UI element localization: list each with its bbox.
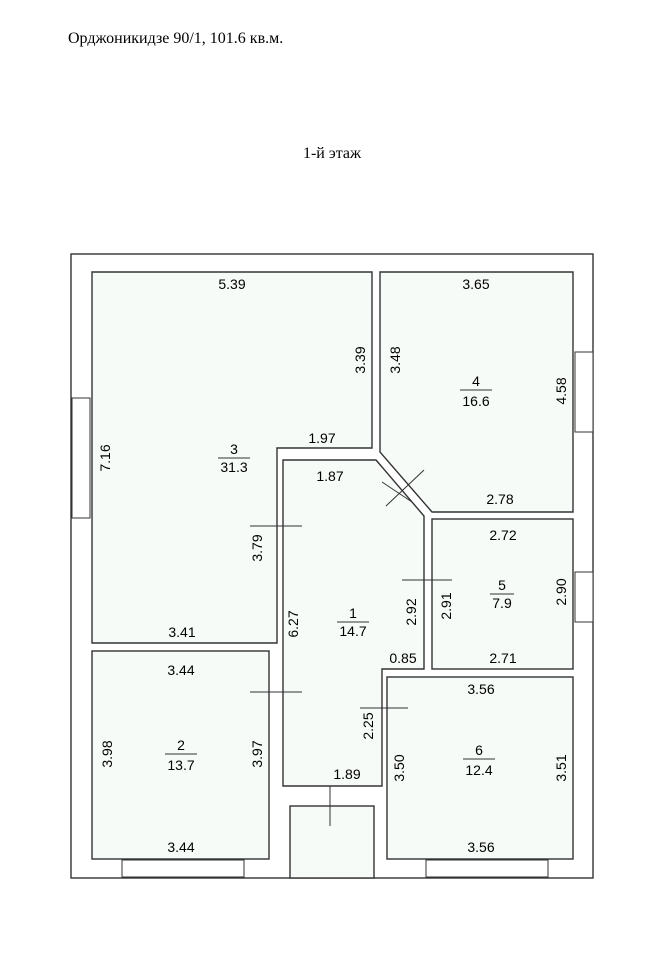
dim-label: 3.39 [352, 346, 368, 373]
door-mark [381, 481, 413, 503]
dim-label: 0.85 [389, 650, 416, 666]
dim-label: 5.39 [218, 276, 245, 292]
dim-label: 3.48 [387, 346, 403, 373]
dim-label: 6.27 [285, 610, 301, 637]
room-2-label: 2 13.7 [165, 737, 197, 773]
dim-label: 3.44 [167, 662, 194, 678]
dim-label: 2.25 [360, 712, 376, 739]
dim-label: 3.44 [167, 839, 194, 855]
room-number: 6 [475, 742, 483, 758]
room-area: 14.7 [339, 623, 366, 639]
dim-label: 3.79 [249, 534, 265, 561]
room-3-label: 3 31.3 [218, 441, 250, 475]
room-6-label: 6 12.4 [463, 742, 495, 778]
window-right-room-5 [574, 571, 594, 623]
dim-label: 7.16 [97, 444, 113, 471]
floor-label: 1-й этаж [302, 145, 362, 162]
room-number: 5 [498, 577, 506, 593]
window-bottom-room-2 [121, 859, 245, 878]
room-5-label: 5 7.9 [490, 577, 514, 611]
dim-label: 2.72 [489, 527, 516, 543]
dim-label: 3.56 [467, 839, 494, 855]
dim-label: 3.97 [249, 740, 265, 767]
dim-label: 1.97 [308, 430, 335, 446]
room-6 [386, 676, 574, 860]
dim-label: 4.58 [553, 377, 569, 404]
room-number: 3 [230, 441, 238, 457]
door-mark [385, 469, 425, 507]
dim-label: 3.56 [467, 681, 494, 697]
room-4 [379, 271, 574, 513]
room-4-label: 4 16.6 [460, 373, 492, 409]
dim-label: 2.90 [553, 578, 569, 605]
dim-label: 3.50 [391, 754, 407, 781]
room-number: 2 [177, 737, 185, 753]
dim-label: 1.89 [333, 766, 360, 782]
room-1-label: 1 14.7 [337, 605, 369, 639]
dim-label: 3.98 [99, 740, 115, 767]
room-area: 12.4 [465, 762, 492, 778]
room-area: 31.3 [220, 459, 247, 475]
entrance-porch [289, 805, 375, 879]
dim-label: 1.87 [316, 468, 343, 484]
dim-label: 2.92 [403, 598, 419, 625]
room-2 [91, 650, 270, 860]
dim-label: 3.65 [462, 276, 489, 292]
room-area: 13.7 [167, 757, 194, 773]
room-1 [282, 459, 425, 787]
dim-label: 2.91 [438, 592, 454, 619]
window-right-room-4 [574, 351, 594, 433]
room-number: 1 [349, 605, 357, 621]
dim-label: 3.41 [168, 624, 195, 640]
plan-address-title: Орджоникидзе 90/1, 101.6 кв.м. [68, 30, 284, 47]
room-area: 16.6 [462, 393, 489, 409]
room-number: 4 [472, 373, 480, 389]
room-area: 7.9 [492, 595, 512, 611]
dim-label: 3.51 [553, 754, 569, 781]
window-left [71, 397, 91, 519]
window-bottom-room-6 [425, 859, 549, 878]
dim-label: 2.71 [489, 650, 516, 666]
dim-label: 2.78 [486, 491, 513, 507]
